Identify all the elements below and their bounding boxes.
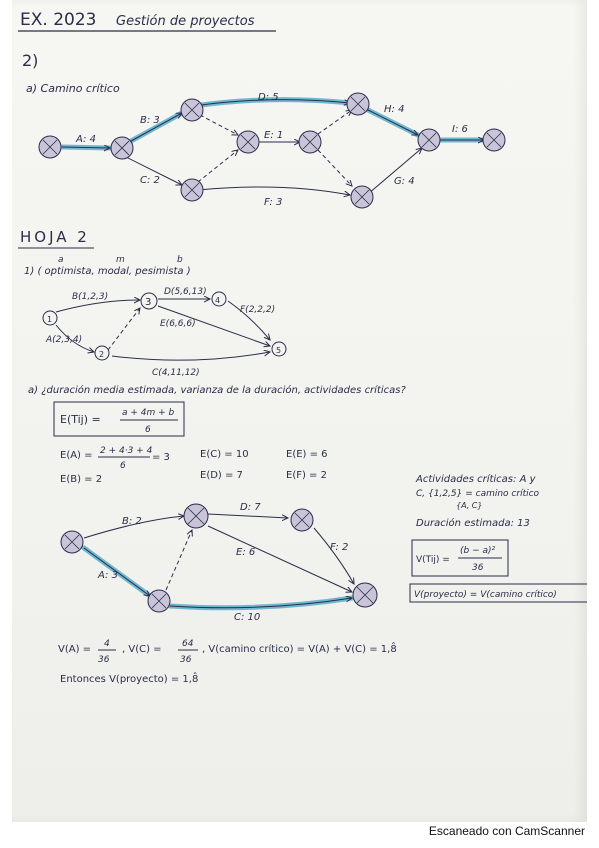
vc-lhs: , V(C) = [122,644,162,655]
pert-node-label: 5 [276,346,281,355]
letter-b: b [177,255,183,265]
va-num: 4 [104,639,110,649]
scanner-watermark: Escaneado con CamScanner [428,824,585,838]
pert-node-label: 3 [145,297,151,308]
hoja2-title: HOJA 2 [20,228,90,246]
exp-act-label: E: 6 [236,547,255,558]
exam-title: EX. 2023 [20,10,96,30]
va-den: 36 [98,655,110,665]
vc-num: 64 [182,639,194,649]
exam-subject: Gestión de proyectos [116,14,255,29]
variance-lhs: V(Tij) = [416,555,450,565]
ea-result: = 3 [152,452,170,463]
ea-lhs: E(A) = [60,450,93,461]
network-critical-path: A: 4 B: 3 C: 2 D: 5 E: 1 F: 3 G: 4 H: 4 … [38,92,506,209]
exp-act-label: C: 10 [234,612,260,623]
act-label: B: 3 [140,115,160,126]
act-label: F: 3 [264,197,282,208]
act-label: E: 1 [264,130,283,141]
exp-act-label: D: 7 [240,502,261,513]
pert-act-label: D(5,6,13) [164,287,207,297]
vproj-text: V(proyecto) = V(camino crítico) [414,590,557,600]
ef-value: E(F) = 2 [286,470,327,481]
pert-node-label: 1 [47,315,52,324]
eb-value: E(B) = 2 [60,474,102,485]
ee-value: E(E) = 6 [286,449,328,460]
formula-num: a + 4m + b [122,408,175,418]
hoja2-part-a: a) ¿duración media estimada, varianza de… [28,384,406,396]
ed-value: E(D) = 7 [200,470,243,481]
pert-act-label: A(2,3,4) [45,335,82,345]
formula-box [53,401,185,437]
pert-act-label: C(4,11,12) [152,368,200,378]
act-label: H: 4 [384,104,404,115]
act-label: A: 4 [75,134,96,145]
ea-den: 6 [120,461,126,471]
network-expected-durations: B: 2 D: 7 E: 6 F: 2 A: 3 C: 10 [60,502,378,623]
formula-den: 6 [145,425,151,435]
variance-num: (b − a)² [460,546,496,556]
ea-num: 2 + 4·3 + 4 [100,446,153,456]
vproj-box [409,583,587,603]
q2-number: 2) [22,51,38,70]
act-label: C: 2 [140,175,160,186]
variance-den: 36 [472,563,484,573]
v-critical-path: , V(camino crítico) = V(A) + V(C) = 1,8̂ [202,641,397,655]
estimated-duration: Duración estimada: 13 [416,517,530,529]
pert-act-label: E(6,6,6) [160,319,196,329]
letter-m: m [116,255,125,265]
pert-node-4 [211,291,227,307]
pert-node-2 [94,345,110,361]
act-label: I: 6 [452,124,468,135]
exp-act-label: B: 2 [122,516,142,527]
handwritten-notes: EX. 2023 Gestión de proyectos 2) a) Cami… [18,10,587,685]
vc-den: 36 [180,655,192,665]
exp-act-label: A: 3 [97,570,118,581]
scanned-page: EX. 2023 Gestión de proyectos 2) a) Cami… [12,0,587,822]
formula-lhs: E(Tij) = [60,413,101,426]
letter-a: a [58,255,64,265]
pert-node-label: 2 [99,350,104,359]
critical-activities-line1: Actividades críticas: A y [415,473,537,485]
pert-act-label: B(1,2,3) [72,292,108,302]
ec-value: E(C) = 10 [200,449,249,460]
pert-node-3 [140,292,158,310]
q1-statement: 1) ( optimista, modal, pesimista ) [24,266,191,277]
network-pert: 1 2 3 4 5 B(1,2,3) D(5,6,13) F(2,2,2) E(… [42,287,287,378]
pert-node-label: 4 [215,296,220,305]
act-label: G: 4 [394,176,415,187]
critical-activities-line3: {A, C} [456,501,482,510]
pert-act-label: F(2,2,2) [240,305,275,315]
critical-activities-line2: C, {1,2,5} = camino crítico [416,489,540,499]
entonces-line: Entonces V(proyecto) = 1,8̂ [60,671,198,685]
va-lhs: V(A) = [58,644,91,655]
act-label: D: 5 [258,92,279,103]
exp-act-label: F: 2 [330,542,348,553]
pert-node-5 [271,341,287,357]
pert-node-1 [42,310,58,326]
q2-part-a: a) Camino crítico [26,82,120,95]
variance-box [411,539,509,577]
